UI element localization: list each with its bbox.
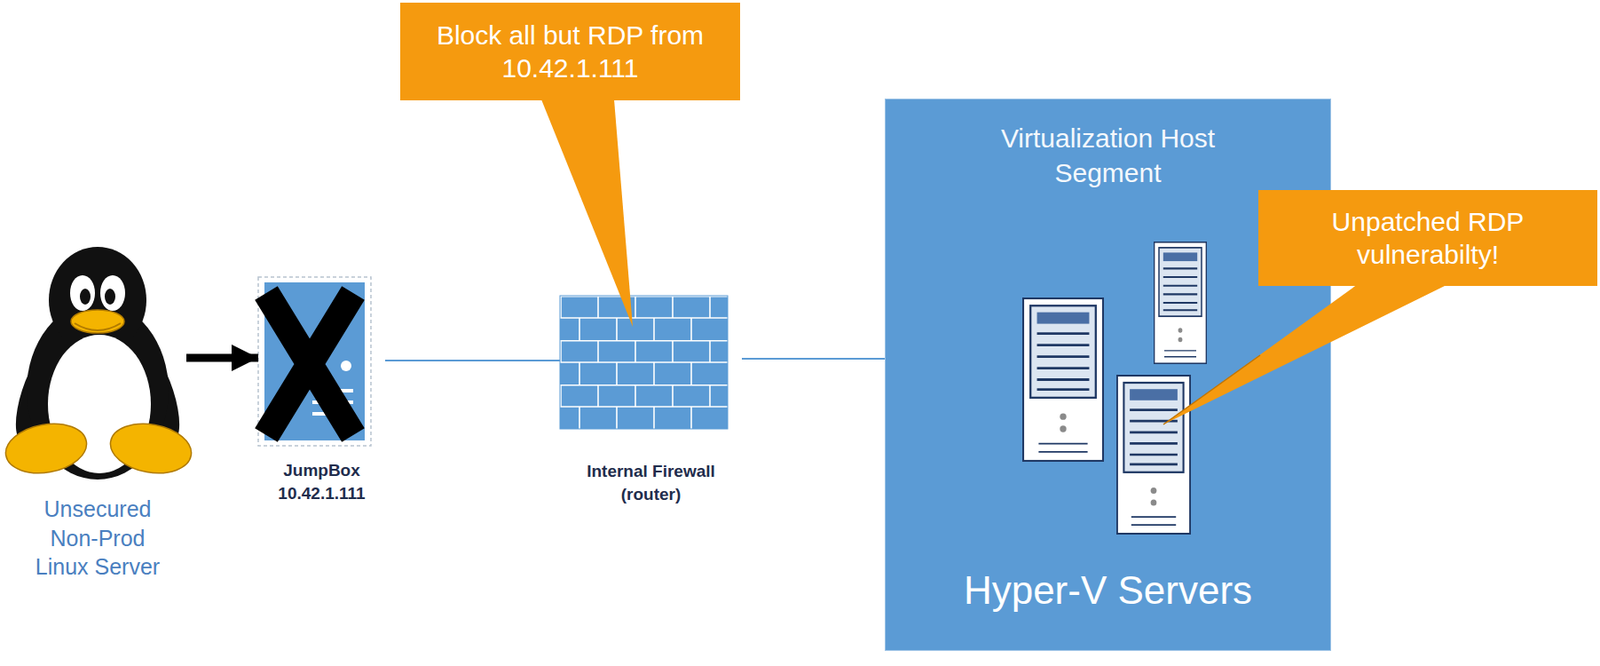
callout-tail [1163,283,1449,425]
jumpbox-icon [258,276,371,446]
node-label: JumpBox 10.42.1.111 [265,458,379,505]
callout-box: Unpatched RDP vulnerabilty! [1258,189,1598,286]
node-label: Internal Firewall (router) [567,459,735,505]
callout-box: Block all but RDP from 10.42.1.111 [400,2,741,101]
segment-title: Virtualization Host Segment [997,120,1220,190]
node-label: Unsecured Non-Prod Linux Server [26,494,169,582]
callout-text: Unpatched RDP vulnerabilty! [1272,204,1584,272]
callout-text: Block all but RDP from 10.42.1.111 [414,18,726,86]
arrow-connector [186,354,259,363]
linux-penguin [1,246,196,480]
segment-label: Hyper-V Servers [963,567,1253,615]
firewall-icon [559,295,728,429]
network-link [385,359,560,362]
callout-tail [541,99,633,327]
leader-line [1163,354,1261,425]
network-link [741,357,885,360]
server-icons [1023,242,1206,534]
